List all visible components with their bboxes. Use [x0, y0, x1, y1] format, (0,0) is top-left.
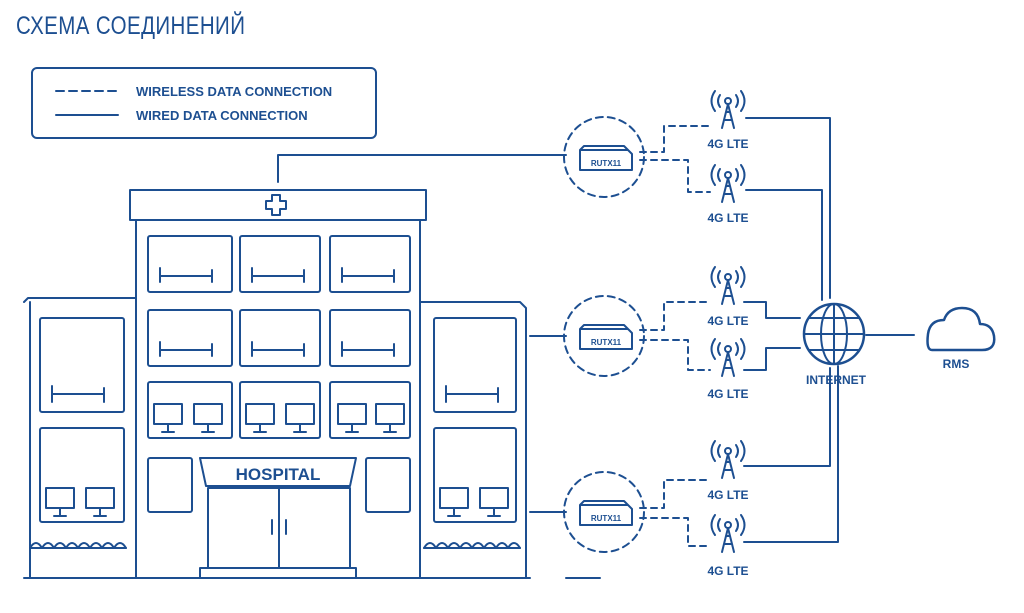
cell-tower-icon	[710, 514, 746, 553]
router-label: RUTX11	[591, 338, 622, 347]
tower-label: 4G LTE	[707, 314, 748, 328]
cell-tower-icon	[710, 164, 746, 203]
bed-windows-row-2	[147, 309, 411, 367]
legend-wireless-label: WIRELESS DATA CONNECTION	[136, 84, 332, 99]
lte-tower-4: 4G LTE	[707, 338, 749, 401]
cloud-icon	[926, 306, 996, 352]
lte-tower-2: 4G LTE	[707, 164, 749, 225]
cell-tower-icon	[710, 338, 746, 377]
legend-wired-label: WIRED DATA CONNECTION	[136, 108, 308, 123]
bed-windows-row-1	[147, 235, 411, 293]
router-label: RUTX11	[591, 514, 622, 523]
wired-links	[277, 117, 915, 543]
wireless-links	[639, 125, 711, 547]
tower-label: 4G LTE	[707, 211, 748, 225]
hospital-building: HOSPITAL	[23, 189, 601, 579]
cloud-label: RMS	[943, 357, 970, 371]
medical-cross-icon	[265, 194, 287, 216]
cell-tower-icon	[710, 90, 746, 129]
globe-icon	[802, 302, 866, 366]
hospital-entrance: HOSPITAL	[199, 457, 357, 579]
lte-tower-3: 4G LTE	[707, 266, 749, 328]
router-label: RUTX11	[591, 159, 622, 168]
monitor-windows-row	[147, 381, 411, 439]
router-1: RUTX11	[563, 116, 645, 198]
router-2: RUTX11	[563, 295, 645, 377]
rms-cloud: RMS	[926, 306, 996, 371]
page-title: СХЕМА СОЕДИНЕНИЙ	[16, 12, 246, 40]
hospital-sign: HOSPITAL	[236, 465, 321, 484]
tower-label: 4G LTE	[707, 488, 748, 502]
lte-tower-6: 4G LTE	[707, 514, 749, 578]
tower-label: 4G LTE	[707, 387, 748, 401]
internet-label: INTERNET	[806, 373, 867, 387]
legend: WIRELESS DATA CONNECTION WIRED DATA CONN…	[31, 67, 377, 139]
cell-tower-icon	[710, 440, 746, 479]
lte-tower-5: 4G LTE	[707, 440, 749, 502]
router-3: RUTX11	[563, 471, 645, 553]
cell-tower-icon	[710, 266, 746, 305]
tower-label: 4G LTE	[707, 137, 748, 151]
internet-node: INTERNET	[802, 302, 867, 387]
lte-tower-1: 4G LTE	[707, 90, 749, 151]
tower-label: 4G LTE	[707, 564, 748, 578]
